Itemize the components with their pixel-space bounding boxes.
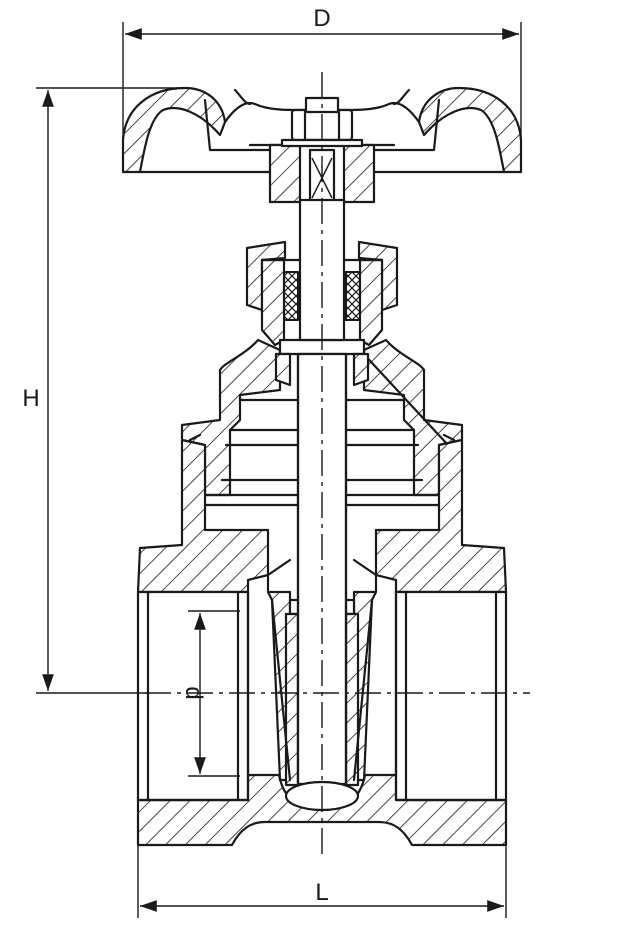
stem-collar-left [274,352,292,387]
label-D: D [313,5,330,32]
body-upper-left [136,438,270,594]
port-left [136,590,250,802]
packing-left [283,271,299,321]
dimension-bore: d [180,610,240,777]
packing-right [345,271,361,321]
handwheel-hub-right [342,143,376,204]
stem-collar-right [352,352,370,387]
dimension-l: L [137,845,507,918]
bonnet [180,338,464,507]
washer [280,138,364,148]
handwheel-rim-left [121,86,227,174]
port-right [394,590,508,802]
handwheel-rim-right [417,86,523,174]
bonnet-neck-right [358,258,384,347]
bonnet-neck-left [260,258,286,347]
handwheel-hub-left [268,143,302,204]
packing-gland [245,240,399,347]
dimension-h: H [22,87,185,694]
label-d: d [180,686,207,699]
bonnet-left [180,338,282,497]
body-upper-right [374,438,508,594]
label-L: L [315,879,328,906]
label-H: H [22,385,39,412]
dimension-d-wheel: D [122,5,522,172]
handwheel [121,86,523,204]
